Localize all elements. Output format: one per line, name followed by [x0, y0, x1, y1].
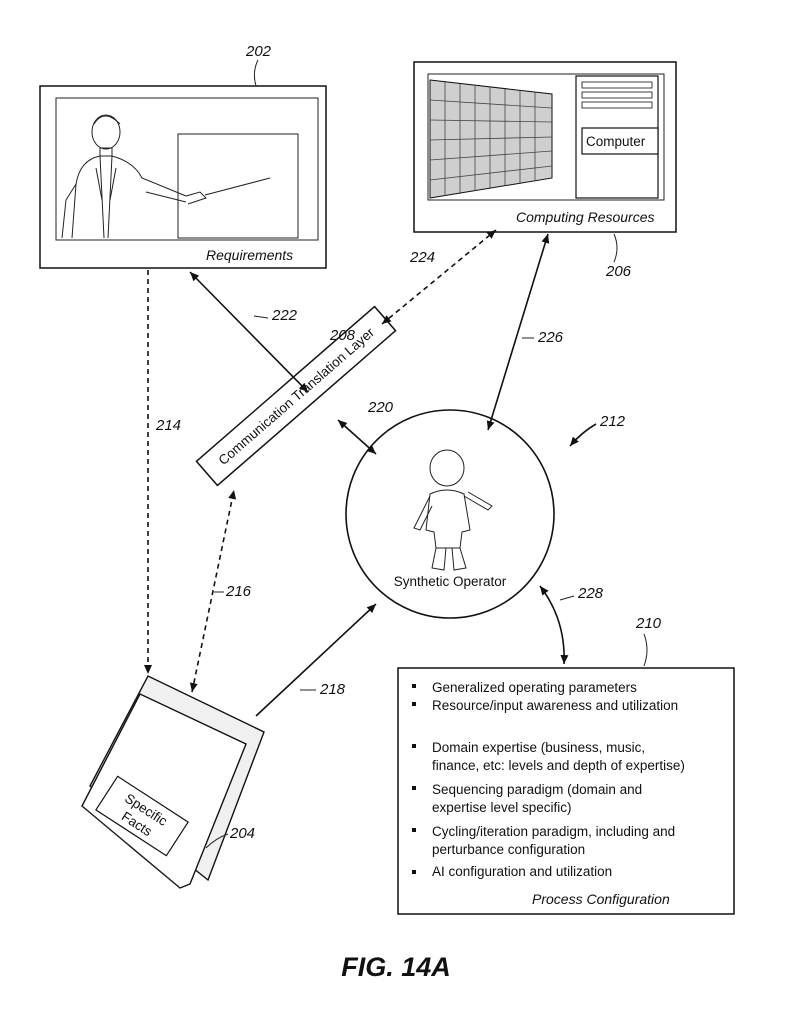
process-configuration-box: Generalized operating parameters Resourc… — [398, 668, 734, 914]
config-line-5: Sequencing paradigm (domain and — [432, 782, 642, 797]
specific-facts-card: Specific Facts — [82, 676, 264, 888]
config-line-1: Generalized operating parameters — [432, 680, 637, 695]
computer-label: Computer — [586, 134, 646, 149]
connector-220 — [338, 420, 376, 454]
computing-resources-box: Computer Computing Resources — [414, 62, 676, 232]
config-line-3: Domain expertise (business, music, — [432, 740, 645, 755]
connector-218 — [256, 604, 376, 716]
ref-220: 220 — [367, 399, 394, 416]
config-line-8: perturbance configuration — [432, 842, 585, 857]
ref-214: 214 — [155, 417, 181, 434]
ref-228: 228 — [577, 585, 604, 602]
ref-216: 216 — [225, 583, 252, 600]
connector-228 — [540, 586, 564, 664]
server-rack-icon — [430, 80, 552, 198]
computing-caption: Computing Resources — [516, 209, 655, 225]
requirements-caption: Requirements — [206, 247, 293, 263]
synthetic-operator-circle: Synthetic Operator — [346, 410, 554, 618]
ref-206: 206 — [605, 263, 632, 280]
computer-tower-icon: Computer — [576, 76, 658, 198]
config-line-9: AI configuration and utilization — [432, 864, 612, 879]
ref-212: 212 — [599, 413, 626, 430]
translation-layer-label: Communication Translation Layer — [216, 324, 378, 468]
ref-224: 224 — [409, 249, 435, 266]
ref-218: 218 — [319, 681, 346, 698]
ref-204: 204 — [229, 825, 255, 842]
connector-222 — [190, 272, 308, 392]
operator-label: Synthetic Operator — [394, 574, 507, 589]
process-config-caption: Process Configuration — [532, 891, 670, 907]
ref-222: 222 — [271, 307, 298, 324]
ref-208: 208 — [329, 327, 356, 344]
config-line-6: expertise level specific) — [432, 800, 572, 815]
config-line-7: Cycling/iteration paradigm, including an… — [432, 824, 675, 839]
ref-226: 226 — [537, 329, 564, 346]
config-line-4: finance, etc: levels and depth of expert… — [432, 758, 685, 773]
figure-label: FIG. 14A — [0, 952, 792, 983]
ref-202: 202 — [245, 43, 272, 60]
ref-210: 210 — [635, 615, 662, 632]
connector-224 — [382, 230, 496, 324]
config-line-2: Resource/input awareness and utilization — [432, 698, 678, 713]
requirements-box: Requirements — [40, 86, 326, 268]
